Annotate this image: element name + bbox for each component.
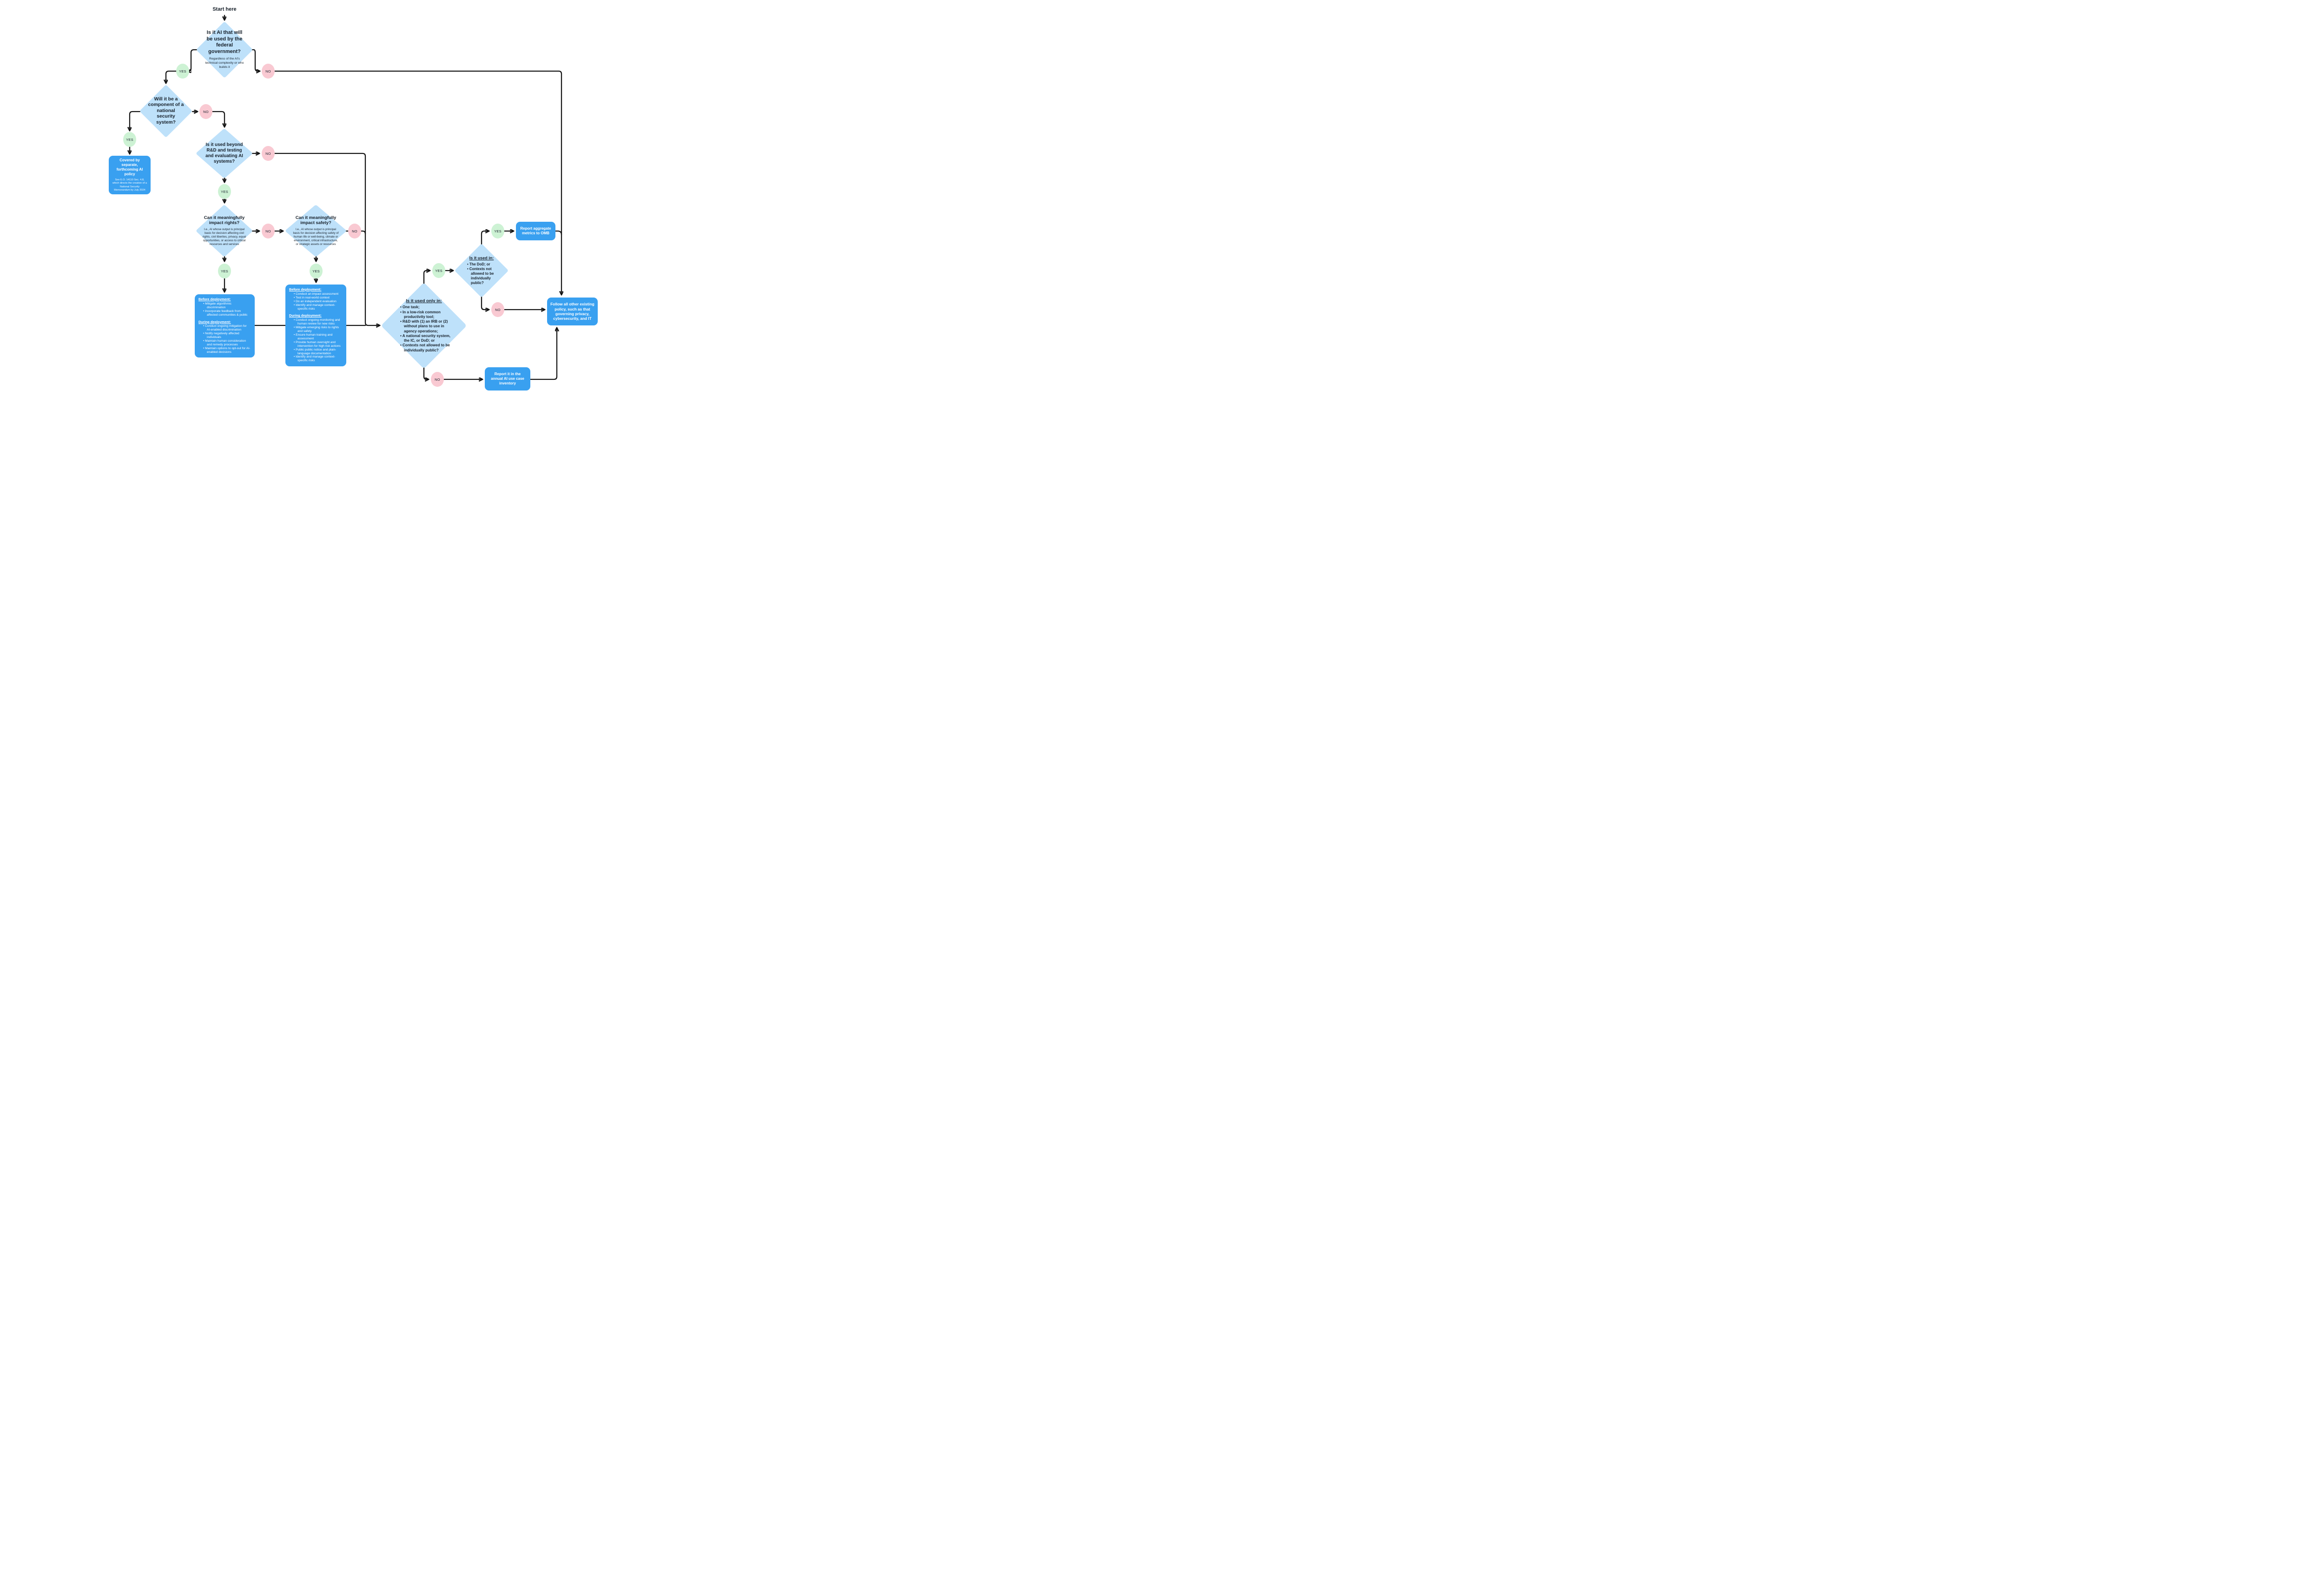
bullet-item: Identify and manage context-specific ris…	[294, 355, 343, 363]
decision-impact-safety-note: I.e., AI whose output is principal basis…	[293, 227, 339, 246]
outcome-follow-existing-policy: Follow all other existing policy, such a…	[547, 298, 598, 325]
start-label: Start here	[212, 7, 237, 12]
bullet-item: Do an independent evaluation	[294, 300, 343, 304]
no-badge-nss: NO	[199, 104, 212, 119]
decision-used-only-in: Is it used only in: One task;In a low-ri…	[382, 284, 466, 368]
decision-federal-ai-title: Is it AI that will be used by the federa…	[206, 30, 243, 54]
rights-obligations-box: Before deployment: Mitigate algorithmic …	[195, 294, 255, 357]
diamond-shape	[197, 22, 252, 78]
decision-federal-ai: Is it AI that will be used by the federa…	[197, 22, 252, 78]
diamond-shape	[196, 205, 252, 257]
safety-obligations-box: Before deployment: Conduct an impact ass…	[285, 285, 346, 366]
yes-badge-rights: YES	[218, 264, 231, 278]
no-badge-federal: NO	[262, 64, 275, 79]
connector-q-onlyin-no	[423, 366, 428, 379]
decision-beyond-rnd: Is it used beyond R&D and testing and ev…	[196, 129, 252, 178]
rights-before-header: Before deployment:	[198, 297, 231, 301]
diamond-shape	[196, 129, 252, 178]
outcome-covered-note: See E.O. 14110 Sec. 4.8, which directs t…	[112, 179, 147, 192]
decision-impact-safety-title: Can it meaningfully impact safety?	[295, 215, 337, 226]
bullet-item: A national security system, the IC, or D…	[400, 334, 452, 343]
connector-no-to-q-onlyin	[274, 152, 379, 325]
decision-national-security: Will it be a component of a national sec…	[140, 85, 192, 137]
diamond-shape	[285, 205, 346, 257]
bullet-item: Identify and manage context-specific ris…	[294, 304, 343, 311]
flowchart-canvas: Start here Is it AI that will be used by…	[0, 0, 697, 392]
decision-federal-ai-note: Regardless of the AI's technical complex…	[205, 57, 244, 69]
connector-layer	[0, 14, 697, 392]
bullet-item: Maintain human consideration and remedy …	[203, 339, 251, 347]
safety-before-list: Conduct an impact assessmentTest in real…	[289, 292, 343, 311]
bullet-item: Contexts not allowed to be individually …	[400, 343, 452, 352]
no-badge-rnd: NO	[262, 146, 275, 161]
yes-badge-onlyin: YES	[432, 263, 445, 278]
decision-impact-rights-note: I.e., AI whose output is principal basis…	[202, 227, 246, 246]
yes-badge-nss: YES	[123, 132, 136, 147]
no-badge-safety: NO	[348, 224, 361, 238]
bullet-item: Maintain options to opt-out for AI-enabl…	[203, 347, 251, 354]
bullet-item: In a low-risk common productivity tool;	[400, 310, 452, 319]
connector-metrics-join	[555, 230, 562, 236]
bullet-item: Ensure human training and assessment	[294, 333, 343, 341]
yes-badge-safety: YES	[310, 264, 323, 278]
outcome-covered-separate-policy: Covered by separate, forthcoming AI poli…	[109, 156, 151, 195]
outcome-annual-inventory-label: Report it in the annual AI use case inve…	[491, 372, 524, 385]
connector-no-to-follow-top	[274, 70, 561, 294]
yes-badge-federal: YES	[176, 64, 189, 79]
rights-during-header: During deployment:	[198, 319, 231, 324]
bullet-item: Contexts not allowed to be individually …	[467, 267, 501, 285]
decision-beyond-rnd-title: Is it used beyond R&D and testing and ev…	[205, 142, 243, 164]
connector-q-usedin-no	[481, 296, 489, 310]
safety-before-header: Before deployment:	[289, 287, 322, 291]
connector-q-federal-no	[251, 49, 259, 71]
safety-during-header: During deployment:	[289, 313, 322, 318]
connector-annual-to-follow-bottom	[529, 328, 557, 380]
outcome-follow-existing-policy-label: Follow all other existing policy, such a…	[550, 302, 594, 321]
decision-national-security-title: Will it be a component of a national sec…	[148, 96, 184, 125]
bullet-item: Mitigate emerging risks to rights and sa…	[294, 326, 343, 333]
safety-during-list: Conduct ongoing monitoring and human rev…	[289, 318, 343, 363]
connector-yes-to-q-nss	[166, 70, 177, 83]
bullet-item: The DoD; or	[467, 262, 501, 267]
bullet-item: Conduct ongoing mitigation for AI-enable…	[203, 324, 251, 332]
bullet-item: Mitigate algorithmic discrimination	[203, 302, 251, 310]
bullet-item: Conduct ongoing monitoring and human rev…	[294, 318, 343, 326]
connector-q-usedin-yes	[481, 231, 489, 245]
yes-badge-usedin: YES	[491, 224, 504, 238]
bullet-item: Test in real-world context	[294, 296, 343, 300]
diamond-shape	[140, 85, 192, 137]
connector-no-to-q-rnd	[211, 111, 224, 126]
connector-q-nss-yes	[130, 111, 141, 130]
rights-during-list: Conduct ongoing mitigation for AI-enable…	[198, 324, 251, 354]
decision-used-only-in-list: One task;In a low-risk common productivi…	[396, 305, 452, 352]
bullet-item: Provide human oversight and intervention…	[294, 341, 343, 348]
bullet-item: One task;	[400, 305, 452, 310]
connector-no-safety-join	[360, 230, 366, 235]
bullet-item: Incorporate feedback from affected commu…	[203, 310, 251, 317]
decision-used-only-in-header: Is it used only in:	[406, 298, 442, 304]
no-badge-usedin: NO	[491, 302, 504, 317]
bullet-item: Notify negatively affected individuals	[203, 332, 251, 339]
decision-used-in-dod-header: Is it used in:	[469, 256, 494, 261]
no-badge-onlyin: NO	[431, 372, 444, 387]
outcome-annual-inventory: Report it in the annual AI use case inve…	[485, 367, 530, 391]
decision-impact-safety: Can it meaningfully impact safety? I.e.,…	[285, 205, 346, 257]
bullet-item: R&D with (1) an IRB or (2) without plans…	[400, 319, 452, 334]
decision-used-in-dod: Is it used in: The DoD; orContexts not a…	[455, 244, 508, 297]
decision-used-in-dod-list: The DoD; orContexts not allowed to be in…	[462, 262, 501, 285]
outcome-report-metrics-omb: Report aggregate metrics to OMB	[516, 222, 555, 240]
connector-q-federal-yes	[188, 49, 198, 71]
bullet-item: Public public notice and plain-language …	[294, 348, 343, 356]
decision-impact-rights: Can it meaningfully impact rights? I.e.,…	[196, 205, 252, 257]
outcome-covered-title: Covered by separate, forthcoming AI poli…	[116, 158, 143, 176]
connector-q-onlyin-yes	[423, 271, 429, 285]
no-badge-rights: NO	[262, 224, 275, 238]
outcome-report-metrics-omb-label: Report aggregate metrics to OMB	[520, 226, 551, 235]
rights-before-list: Mitigate algorithmic discriminationIncor…	[198, 302, 251, 317]
yes-badge-rnd: YES	[218, 184, 231, 199]
decision-impact-rights-title: Can it meaningfully impact rights?	[204, 215, 245, 226]
bullet-item: Conduct an impact assessment	[294, 292, 343, 296]
